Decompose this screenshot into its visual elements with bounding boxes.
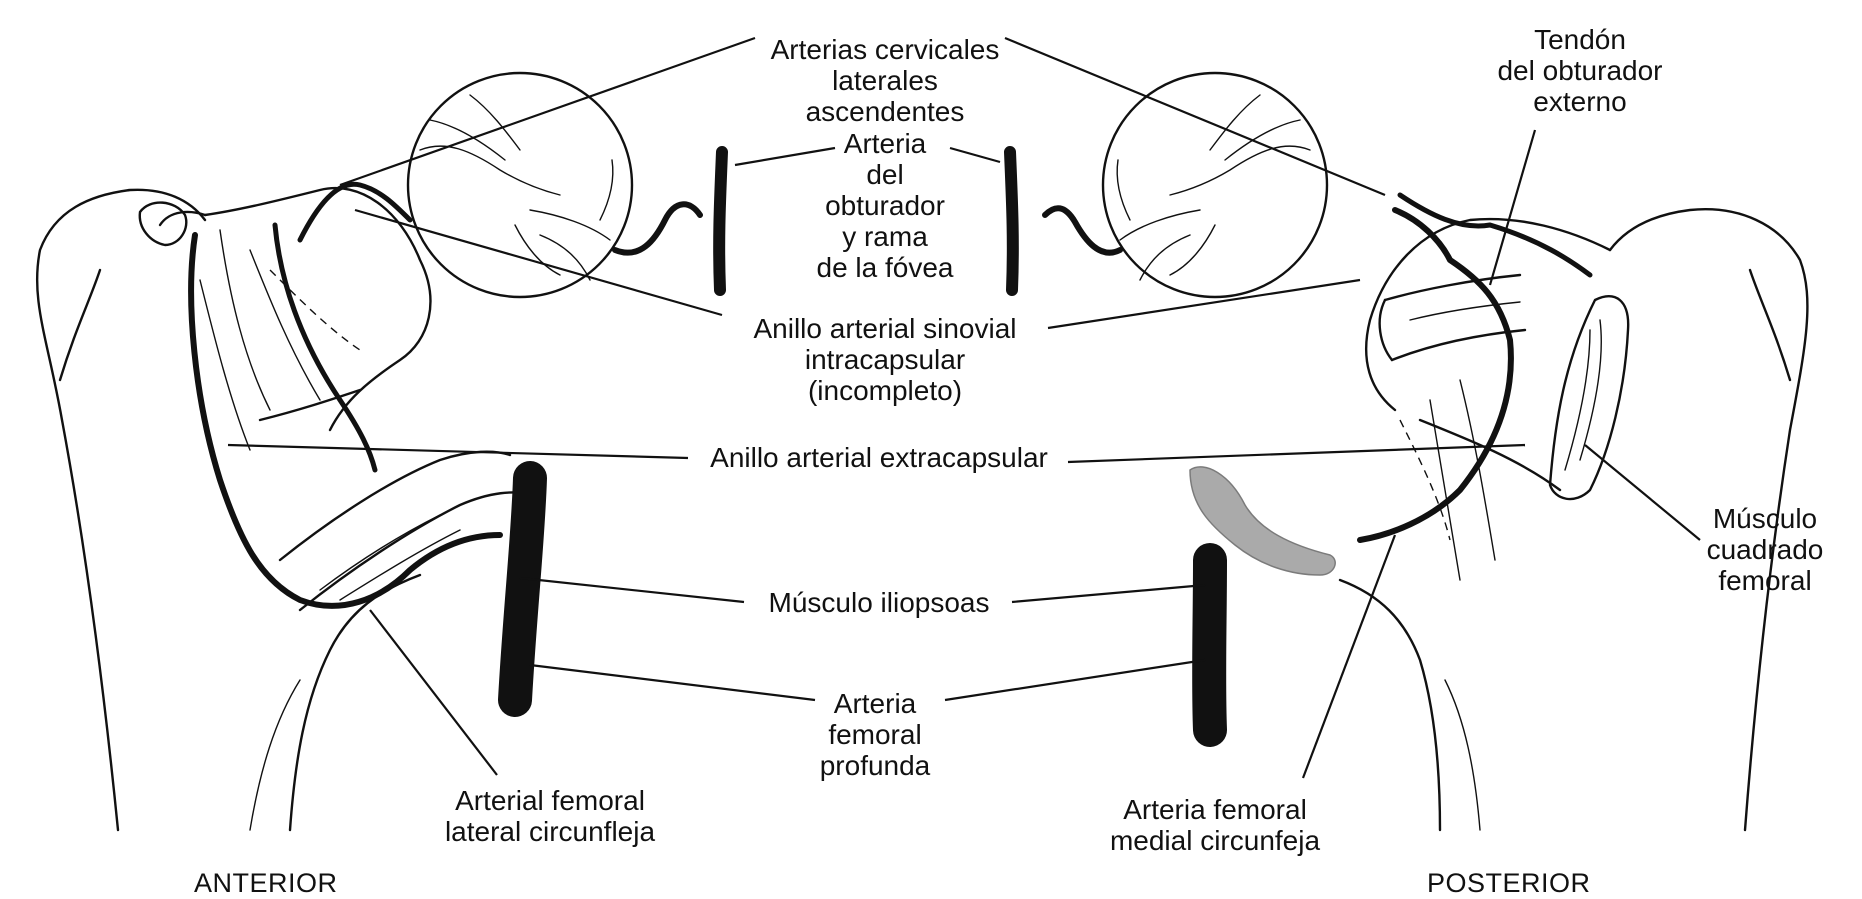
- view-label-posterior: POSTERIOR: [1427, 868, 1591, 898]
- label-tendon-obturador: Tendón del obturador externo: [1497, 24, 1663, 117]
- label-arteria-femoral-profunda: Arteria femoral profunda: [819, 688, 931, 781]
- label-anillo-extracapsular: Anillo arterial extracapsular: [710, 442, 1048, 473]
- label-arteria-femoral-medial: Arteria femoral medial circunfeja: [1109, 794, 1321, 856]
- posterior-femur: [1004, 71, 1809, 832]
- leader-lines: [227, 36, 1701, 779]
- label-arteria-obturador: Arteria del obturador y rama de la fóvea: [816, 128, 954, 283]
- label-anillo-sinovial: Anillo arterial sinovial intracapsular (…: [753, 313, 1017, 406]
- label-musculo-cuadrado: Músculo cuadrado femoral: [1706, 503, 1824, 596]
- view-label-anterior: ANTERIOR: [194, 868, 338, 898]
- label-arterias-cervicales: Arterias cervicales laterales ascendente…: [770, 34, 1000, 127]
- label-arterial-femoral-lateral: Arterial femoral lateral circunfleja: [444, 785, 656, 847]
- label-musculo-iliopsoas: Músculo iliopsoas: [768, 587, 990, 618]
- anterior-femur: [35, 71, 728, 832]
